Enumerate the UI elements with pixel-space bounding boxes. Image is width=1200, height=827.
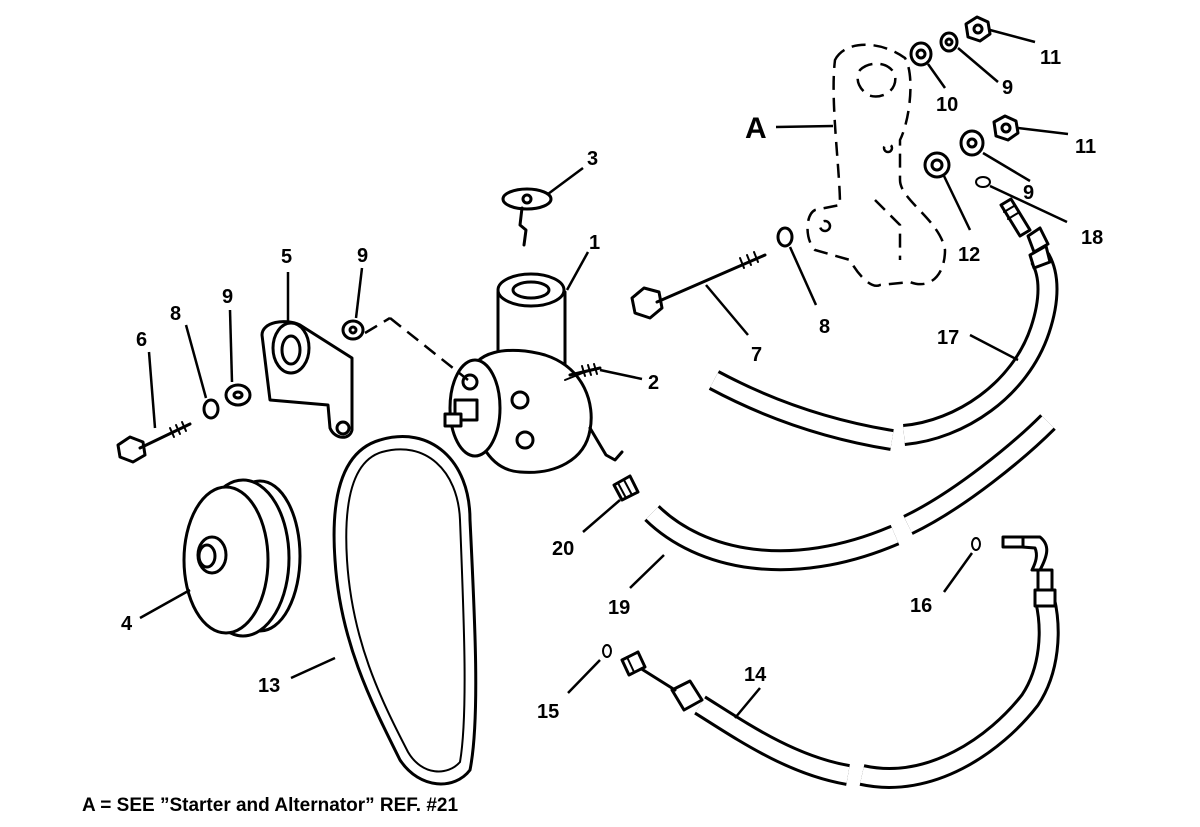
callout-15: 15 <box>537 701 559 723</box>
callout-1: 1 <box>589 232 600 254</box>
callout-8-left: 8 <box>170 303 181 325</box>
pulley <box>182 478 302 638</box>
hose-19 <box>644 414 1056 572</box>
footnote-reference: A = SEE ”Starter and Alternator” REF. #2… <box>82 795 459 816</box>
callout-9-right: 9 <box>1023 182 1034 204</box>
callout-9-upper-left: 9 <box>357 245 368 267</box>
drive-belt <box>332 435 478 786</box>
callout-3: 3 <box>587 148 598 170</box>
callout-13: 13 <box>258 675 280 697</box>
callout-20: 20 <box>552 538 574 560</box>
power-steering-pump <box>443 272 624 474</box>
callout-9-left: 9 <box>222 286 233 308</box>
o-ring-18 <box>975 176 991 188</box>
callout-18: 18 <box>1081 227 1103 249</box>
bolt-long <box>630 251 767 320</box>
o-ring-16 <box>971 537 981 551</box>
spacer-top <box>909 41 933 67</box>
hose-fitting <box>612 474 640 502</box>
hose-17 <box>708 197 1059 451</box>
callout-A: A <box>745 112 767 145</box>
callout-2: 2 <box>648 372 659 394</box>
bolt-small <box>116 421 192 464</box>
pump-bracket <box>260 320 354 439</box>
callout-9-top-right: 9 <box>1002 77 1013 99</box>
callout-5: 5 <box>281 246 292 268</box>
callout-6: 6 <box>136 329 147 351</box>
callout-labels: 1 2 3 4 5 6 7 8 8 9 9 9 9 10 11 11 12 13… <box>121 47 1103 723</box>
spacer-middle <box>923 151 951 179</box>
washer-middle <box>959 129 985 157</box>
callout-17: 17 <box>937 327 959 349</box>
callout-14: 14 <box>744 664 767 686</box>
callout-12: 12 <box>958 244 980 266</box>
lock-washer-right <box>776 226 794 248</box>
washer-top <box>939 31 959 53</box>
o-ring-15 <box>602 644 612 658</box>
callout-11-top: 11 <box>1040 47 1061 69</box>
washer-upper-left <box>341 319 365 341</box>
hose-14 <box>620 535 1060 789</box>
alternator-bracket <box>806 43 947 287</box>
callout-10: 10 <box>936 94 958 116</box>
callout-19: 19 <box>608 597 630 619</box>
lock-washer-left <box>202 398 220 420</box>
stud <box>568 363 602 377</box>
filler-cap <box>501 187 553 247</box>
callout-8-right: 8 <box>819 316 830 338</box>
nut-top <box>964 15 992 43</box>
nut-middle <box>992 114 1020 142</box>
callout-11-middle: 11 <box>1075 136 1096 158</box>
washer-left <box>224 383 252 407</box>
callout-16: 16 <box>910 595 932 617</box>
callout-4: 4 <box>121 613 133 635</box>
callout-7: 7 <box>751 344 762 366</box>
leader-lines <box>139 28 1069 719</box>
